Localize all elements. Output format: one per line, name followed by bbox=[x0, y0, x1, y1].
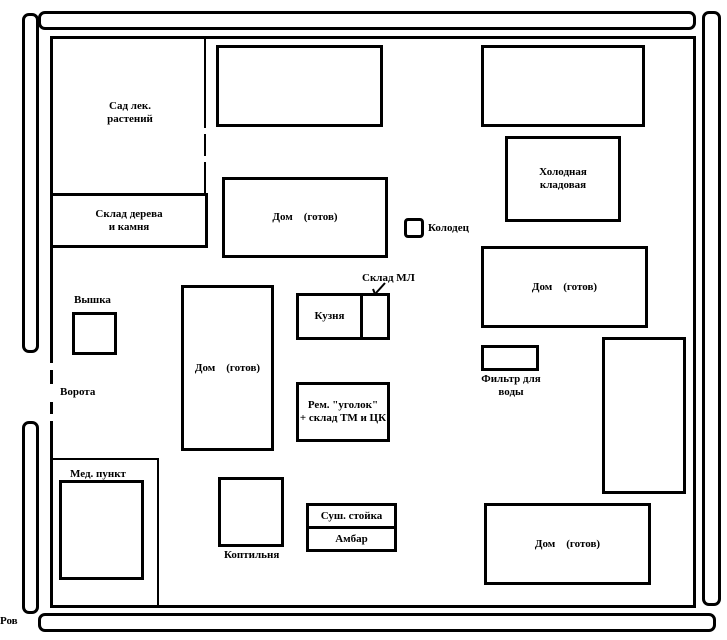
house-2: Дом (готов) bbox=[481, 246, 648, 328]
garden-label: Сад лек. растений bbox=[107, 100, 153, 125]
smokehouse-label: Коптильня bbox=[224, 549, 280, 561]
water-filter-label: Фильтр для воды bbox=[481, 373, 541, 398]
house-3: Дом (готов) bbox=[181, 285, 274, 451]
perimeter-right bbox=[693, 36, 696, 608]
repair-corner: Рем. "уголок" + склад ТМ и ЦК bbox=[296, 382, 390, 442]
garden-divider bbox=[204, 38, 206, 128]
house-1-label: Дом (готов) bbox=[272, 211, 338, 223]
med-point bbox=[59, 480, 144, 580]
tower bbox=[72, 312, 117, 355]
building-top-left bbox=[216, 45, 383, 127]
house-2-label: Дом (готов) bbox=[531, 280, 598, 293]
med-zone-right bbox=[157, 458, 159, 606]
wood-store-label: Склад дерева и камня bbox=[95, 207, 163, 233]
perimeter-left-lower bbox=[50, 421, 53, 608]
right-wall-bar bbox=[702, 11, 721, 606]
barn-label: Амбар bbox=[335, 532, 368, 545]
cold-storage: Холодная кладовая bbox=[505, 136, 621, 222]
perimeter-bottom bbox=[50, 605, 696, 608]
moat-label: Ров bbox=[0, 615, 18, 627]
sklad-ml bbox=[360, 293, 390, 340]
house-4: Дом (готов) bbox=[484, 503, 651, 585]
bottom-wall-bar bbox=[38, 613, 716, 632]
water-filter bbox=[481, 345, 539, 371]
garden-divider-dash-1 bbox=[204, 134, 206, 156]
repair-corner-label: Рем. "уголок" + склад ТМ и ЦК bbox=[299, 399, 387, 424]
building-top-right bbox=[481, 45, 645, 127]
garden-divider-dash-2 bbox=[204, 162, 206, 194]
gate-label: Ворота bbox=[60, 386, 96, 398]
sklad-ml-label: Склад МЛ bbox=[362, 272, 415, 284]
tower-label: Вышка bbox=[74, 294, 111, 306]
house-4-label: Дом (готов) bbox=[534, 537, 601, 550]
barn: Амбар bbox=[306, 526, 397, 552]
house-3-label: Дом (готов) bbox=[194, 361, 261, 374]
left-wall-bar-lower bbox=[22, 421, 39, 614]
perimeter-left-dash-1 bbox=[50, 370, 53, 384]
house-1: Дом (готов) bbox=[222, 177, 388, 258]
smokehouse bbox=[218, 477, 284, 547]
building-right-tall bbox=[602, 337, 686, 494]
forge: Кузня bbox=[296, 293, 363, 340]
wood-store: Склад дерева и камня bbox=[50, 193, 208, 248]
drying-rack-label: Суш. стойка bbox=[320, 509, 383, 522]
med-zone-top bbox=[52, 458, 159, 460]
forge-label: Кузня bbox=[314, 310, 345, 322]
top-wall-bar bbox=[38, 11, 696, 30]
perimeter-top bbox=[50, 36, 696, 39]
well bbox=[404, 218, 424, 238]
perimeter-left-dash-2 bbox=[50, 402, 53, 414]
left-wall-bar-upper bbox=[22, 13, 39, 353]
cold-storage-label: Холодная кладовая bbox=[539, 166, 587, 191]
med-point-label: Мед. пункт bbox=[70, 468, 126, 480]
well-label: Колодец bbox=[428, 222, 469, 234]
